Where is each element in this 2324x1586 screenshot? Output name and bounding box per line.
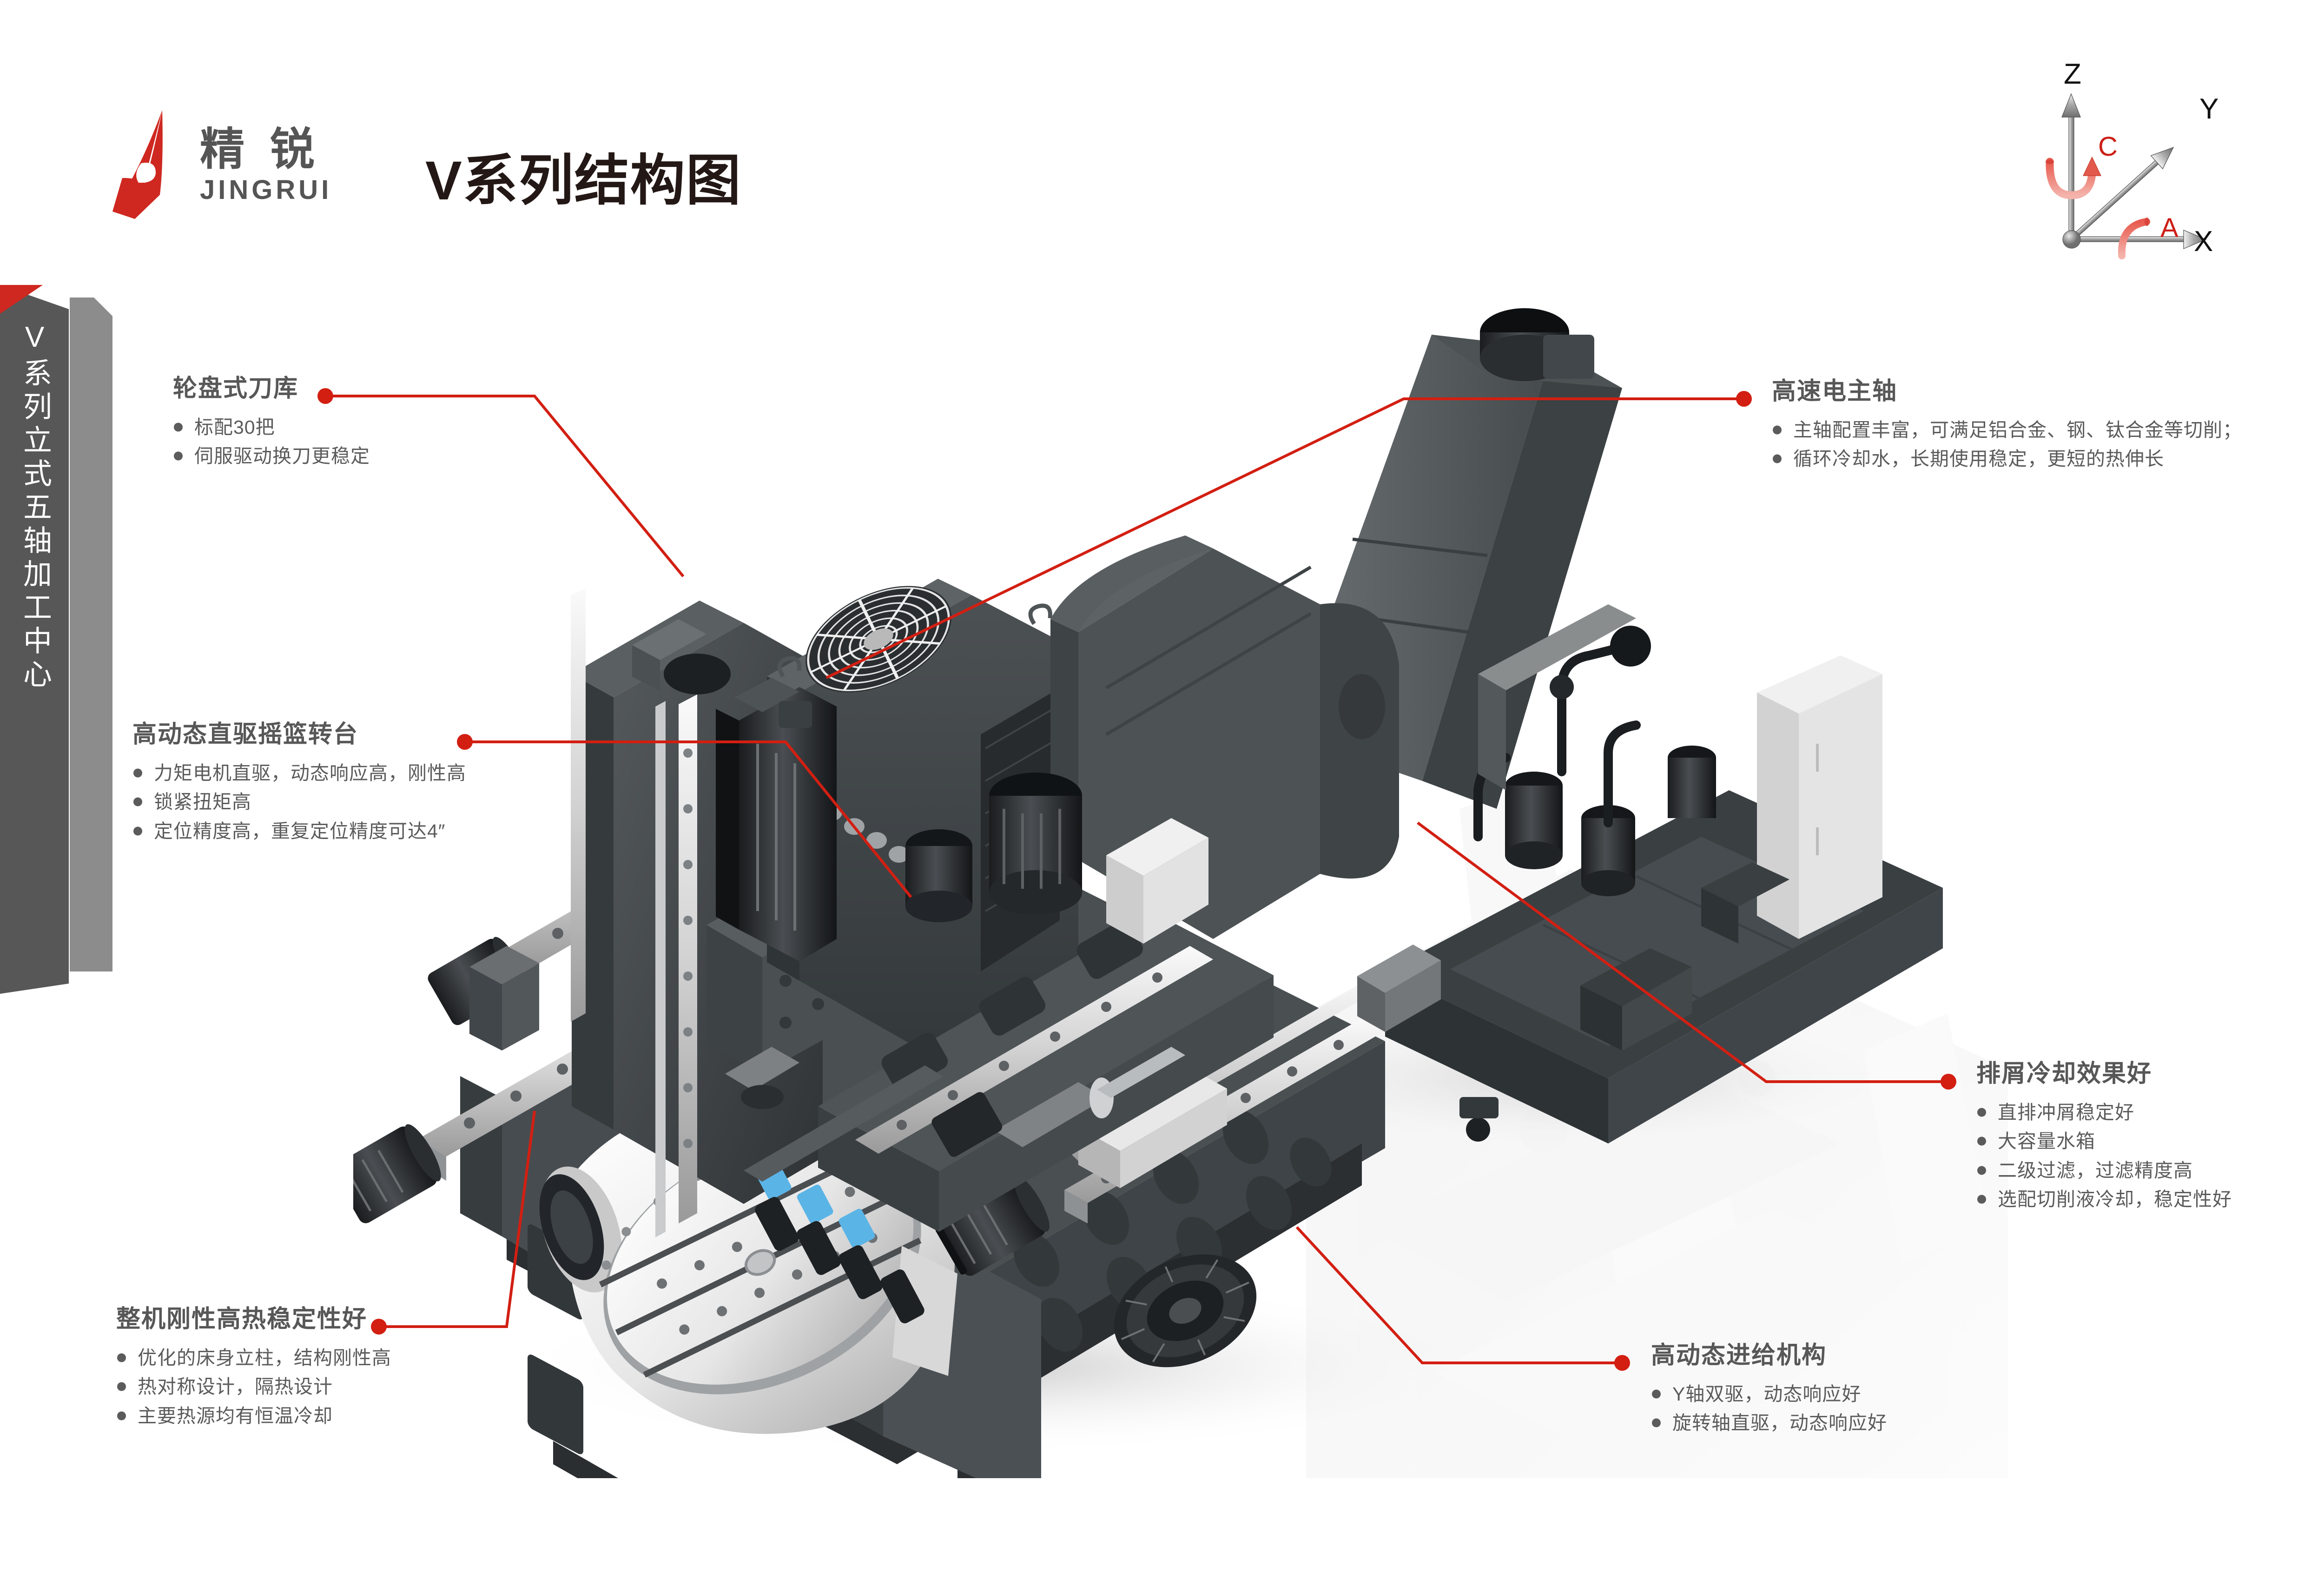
bullet-text: 定位精度高，重复定位精度可达4″	[154, 820, 446, 842]
bullet-dot-icon	[1773, 425, 1782, 435]
list-item: 力矩电机直驱，动态响应高，刚性高	[132, 759, 466, 787]
bullet-text: 大容量水箱	[1998, 1130, 2095, 1152]
callout-chip-cooling: 排屑冷却效果好 直排冲屑稳定好 大容量水箱 二级过滤，过滤精度高 选配切削液冷却…	[1976, 1062, 2232, 1214]
axis-label-a: A	[2160, 213, 2179, 243]
bullet-text: 热对称设计，隔热设计	[138, 1376, 333, 1398]
list-item: 直排冲屑稳定好	[1976, 1098, 2232, 1127]
side-tab-body	[0, 285, 69, 994]
bullet-text: 标配30把	[194, 416, 275, 438]
callout-title: 排屑冷却效果好	[1976, 1060, 2152, 1087]
callout-title: 整机刚性高热稳定性好	[116, 1306, 368, 1333]
bullet-dot-icon	[133, 826, 142, 836]
jingrui-arrow-logo-icon	[112, 110, 163, 219]
bullet-text: 主轴配置丰富，可满足铝合金、钢、钛合金等切削；	[1793, 419, 2242, 441]
list-item: 热对称设计，隔热设计	[116, 1372, 391, 1401]
callout-title: 轮盘式刀库	[173, 375, 299, 402]
y-axis-drive	[935, 945, 1441, 1276]
callout-cradle-table: 高动态直驱摇篮转台 力矩电机直驱，动态响应高，刚性高 锁紧扭矩高 定位精度高，重…	[132, 722, 466, 846]
list-item: 伺服驱动换刀更稳定	[173, 442, 370, 470]
brand-name-cn: 精 锐	[200, 124, 321, 174]
list-item: 主轴配置丰富，可满足铝合金、钢、钛合金等切削；	[1772, 416, 2242, 444]
bullet-text: Y轴双驱，动态响应好	[1672, 1383, 1862, 1405]
bullet-dot-icon	[1652, 1389, 1661, 1399]
axis-label-x: X	[2194, 225, 2213, 258]
callout-bullets: 直排冲屑稳定好 大容量水箱 二级过滤，过滤精度高 选配切削液冷却，稳定性好	[1976, 1098, 2232, 1214]
side-tab-shadow-bar	[70, 297, 112, 971]
callout-tool-magazine: 轮盘式刀库 标配30把 伺服驱动换刀更稳定	[173, 377, 370, 471]
left-slide	[469, 946, 539, 1051]
bullet-dot-icon	[133, 797, 142, 806]
bullet-text: 旋转轴直驱，动态响应好	[1672, 1412, 1887, 1434]
bullet-dot-icon	[1977, 1108, 1986, 1117]
list-item: 大容量水箱	[1976, 1127, 2232, 1156]
list-item: 优化的床身立柱，结构刚性高	[116, 1343, 391, 1372]
side-tab-label-wrap: V系列立式五轴加工中心	[0, 285, 69, 994]
side-tab-label: V系列立式五轴加工中心	[19, 321, 51, 693]
coolant-manifold	[744, 1065, 944, 1323]
callout-spindle: 高速电主轴 主轴配置丰富，可满足铝合金、钢、钛合金等切削； 循环冷却水，长期使用…	[1772, 379, 2242, 474]
callout-machine-rigidity: 整机刚性高热稳定性好 优化的床身立柱，结构刚性高 热对称设计，隔热设计 主要热源…	[116, 1307, 391, 1430]
callout-title: 高动态直驱摇篮转台	[132, 721, 359, 748]
callout-bullets: 力矩电机直驱，动态响应高，刚性高 锁紧扭矩高 定位精度高，重复定位精度可达4″	[132, 759, 466, 846]
bullet-dot-icon	[1977, 1137, 1986, 1146]
side-tab: V系列立式五轴加工中心	[0, 285, 69, 994]
callout-title: 高动态进给机构	[1651, 1342, 1827, 1369]
callout-bullets: 主轴配置丰富，可满足铝合金、钢、钛合金等切削； 循环冷却水，长期使用稳定，更短的…	[1772, 416, 2242, 474]
brand-logo: 精 锐 JINGRUI	[108, 106, 368, 222]
deck-motors	[905, 773, 1208, 944]
bullet-text: 优化的床身立柱，结构刚性高	[138, 1347, 391, 1368]
list-item: 选配切削液冷却，稳定性好	[1976, 1185, 2232, 1214]
bullet-dot-icon	[117, 1353, 126, 1362]
callout-title: 高速电主轴	[1772, 378, 1898, 405]
a-axis-drive	[931, 1047, 1185, 1157]
list-item: 旋转轴直驱，动态响应好	[1651, 1408, 1887, 1437]
bullet-dot-icon	[174, 451, 183, 461]
brand-name-en: JINGRUI	[200, 174, 332, 205]
axis-indicator: Z Y X C A	[1999, 56, 2218, 259]
bullet-dot-icon	[174, 423, 183, 432]
bullet-dot-icon	[117, 1411, 126, 1421]
callout-bullets: 标配30把 伺服驱动换刀更稳定	[173, 413, 370, 471]
bullet-text: 主要热源均有恒温冷却	[138, 1405, 333, 1427]
bullet-dot-icon	[133, 768, 142, 778]
bullet-dot-icon	[1977, 1166, 1986, 1175]
axis-label-c: C	[2098, 132, 2118, 162]
bullet-text: 伺服驱动换刀更稳定	[194, 445, 370, 467]
list-item: 标配30把	[173, 413, 370, 442]
bullet-text: 直排冲屑稳定好	[1998, 1102, 2134, 1123]
list-item: 锁紧扭矩高	[132, 787, 466, 816]
callout-bullets: Y轴双驱，动态响应好 旋转轴直驱，动态响应好	[1651, 1380, 1887, 1438]
list-item: 主要热源均有恒温冷却	[116, 1401, 391, 1430]
list-item: Y轴双驱，动态响应好	[1651, 1380, 1887, 1408]
list-item: 定位精度高，重复定位精度可达4″	[132, 817, 466, 846]
axis-label-z: Z	[2064, 58, 2081, 90]
bullet-text: 选配切削液冷却，稳定性好	[1998, 1188, 2232, 1210]
axis-label-y: Y	[2199, 93, 2218, 125]
bullet-dot-icon	[117, 1382, 126, 1391]
bullet-text: 力矩电机直驱，动态响应高，刚性高	[154, 762, 466, 784]
torque-motor-disc	[1114, 1254, 1257, 1368]
callout-feed-mechanism: 高动态进给机构 Y轴双驱，动态响应好 旋转轴直驱，动态响应好	[1651, 1343, 1887, 1438]
list-item: 二级过滤，过滤精度高	[1976, 1156, 2232, 1185]
page-title: V系列结构图	[425, 150, 742, 211]
bullet-text: 循环冷却水，长期使用稳定，更短的热伸长	[1793, 448, 2164, 470]
bullet-dot-icon	[1773, 454, 1782, 463]
bullet-text: 二级过滤，过滤精度高	[1998, 1159, 2193, 1181]
bullet-text: 锁紧扭矩高	[154, 791, 251, 813]
list-item: 循环冷却水，长期使用稳定，更短的热伸长	[1772, 444, 2242, 473]
callout-bullets: 优化的床身立柱，结构刚性高 热对称设计，隔热设计 主要热源均有恒温冷却	[116, 1343, 391, 1430]
machine-render	[353, 288, 2008, 1478]
bullet-dot-icon	[1652, 1418, 1661, 1427]
bullet-dot-icon	[1977, 1195, 1986, 1204]
